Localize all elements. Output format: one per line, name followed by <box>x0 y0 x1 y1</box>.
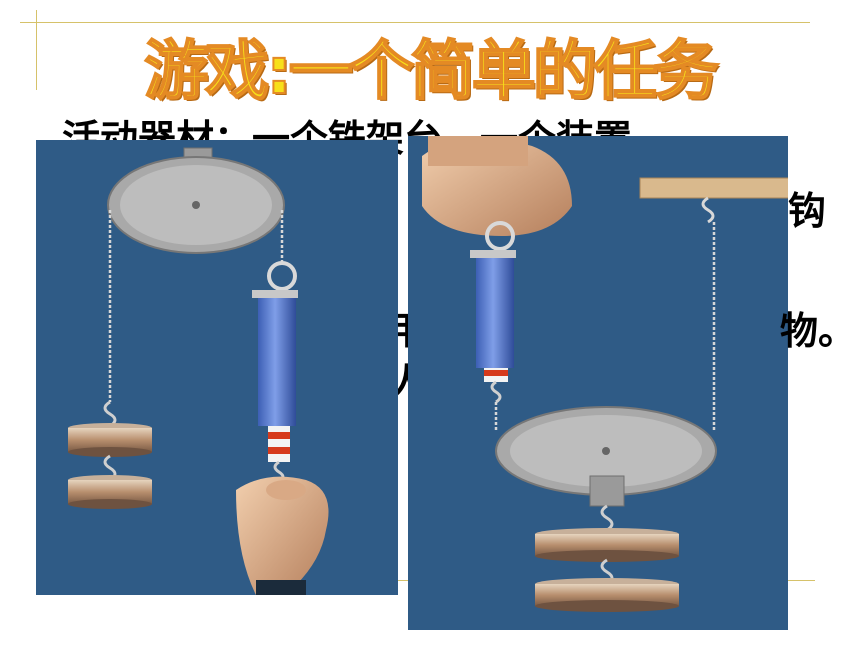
frame-top-line <box>20 22 810 23</box>
text-line-2: 钩 <box>788 189 827 233</box>
frame-left-line <box>36 10 37 90</box>
fixed-pulley-image <box>36 140 398 595</box>
movable-pulley-image <box>408 136 788 630</box>
text-line-3: 物。 <box>780 309 857 353</box>
slide-title: 游戏:一个简单的任务 <box>143 34 720 110</box>
